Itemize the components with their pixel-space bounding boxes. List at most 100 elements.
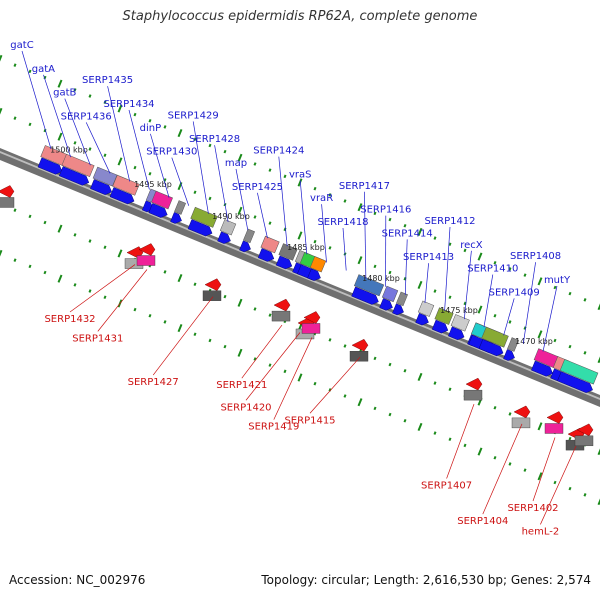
reverse-arrow [138,243,156,256]
scale-tick [43,128,47,133]
scale-tick [568,291,572,296]
gene-arrow [392,303,404,316]
gene-arrow [379,298,393,311]
scale-tick [28,69,32,74]
scale-tick [0,249,3,259]
scale-tick [73,233,77,237]
reverse-gene-box [301,323,321,334]
gene-label: SERP1407 [421,481,472,492]
label-leader [128,109,150,190]
scale-tick [583,298,587,302]
gene-box [278,243,298,261]
label-leader [245,332,301,401]
scale-tick [388,362,392,367]
scale-tick [508,320,512,324]
label-leader [241,324,283,379]
scale-tick [403,368,407,373]
scale-tick [13,208,17,212]
gene-label: SERP1416 [360,205,411,216]
gene-label: vraS [289,169,312,180]
scale-tick [148,118,152,123]
scale-tick [253,162,257,166]
scale-tick [328,338,332,342]
scale-tick [133,165,137,170]
gene-label: SERP1425 [232,182,283,193]
scale-tick [433,381,437,385]
gene-box [417,300,435,317]
gene-arrow [531,360,553,377]
label-leader [97,269,148,332]
label-leader [85,122,111,174]
gene-label: SERP1420 [220,402,271,413]
reverse-arrow [546,411,564,424]
gene-arrow [239,240,251,253]
scale-tick [103,295,107,299]
scale-tick [73,283,77,287]
label-leader [273,337,313,420]
scale-label: 1490 kbp [212,212,250,221]
scale-tick [13,63,17,67]
gene-arrow [109,187,135,205]
scale-tick [88,147,92,151]
scale-tick [193,332,197,337]
scale-tick [268,168,272,172]
scale-tick [208,338,212,343]
scale-tick [477,447,483,456]
gene-arrow [448,326,465,341]
scale-tick [0,54,3,64]
scale-tick [117,249,123,258]
scale-tick [463,443,467,448]
gene-label: SERP1436 [61,111,112,122]
gene-label: vraR [310,193,333,204]
scale-tick [88,94,92,98]
scale-tick [508,412,512,416]
scale-tick [43,220,47,225]
scale-tick [313,186,317,191]
gene-box [434,307,454,325]
label-leader [424,263,429,303]
scale-tick [597,446,600,456]
scale-tick [148,171,152,176]
scale-tick [237,206,243,215]
scale-tick [223,149,227,154]
scale-tick [493,406,497,410]
gene-box [174,200,186,215]
label-leader [64,98,91,166]
label-leader [107,86,131,182]
label-leader [43,74,72,158]
scale-tick [477,305,483,314]
scale-tick [403,223,407,228]
scale-tick [253,357,257,361]
scale-tick [328,193,332,197]
gene-label: SERP1402 [507,503,558,514]
gene-label: SERP1410 [467,264,518,275]
scale-label: 1470 kbp [515,337,553,346]
scale-tick [193,282,197,287]
label-leader [342,227,347,271]
scale-tick [417,280,423,289]
scale-tick [57,132,63,141]
gene-label: SERP1435 [82,75,133,86]
scale-tick [57,79,63,88]
scale-tick [357,203,363,212]
scale-tick [297,178,303,187]
label-leader [278,156,288,247]
label-leader [446,404,475,479]
scale-tick [388,270,392,275]
label-leader [171,157,190,206]
scale-tick [537,330,543,339]
gene-label: SERP1404 [457,516,508,527]
gene-arrow [58,166,90,186]
gene-label: gatB [53,88,76,99]
scale-tick [103,245,107,249]
scale-tick [537,472,543,481]
gene-box [309,256,327,273]
scale-tick [417,372,423,381]
gene-label: gatA [32,64,55,75]
gene-arrow [217,231,231,244]
reverse-gene-box [271,310,291,322]
gene-label: dinP [140,123,162,134]
